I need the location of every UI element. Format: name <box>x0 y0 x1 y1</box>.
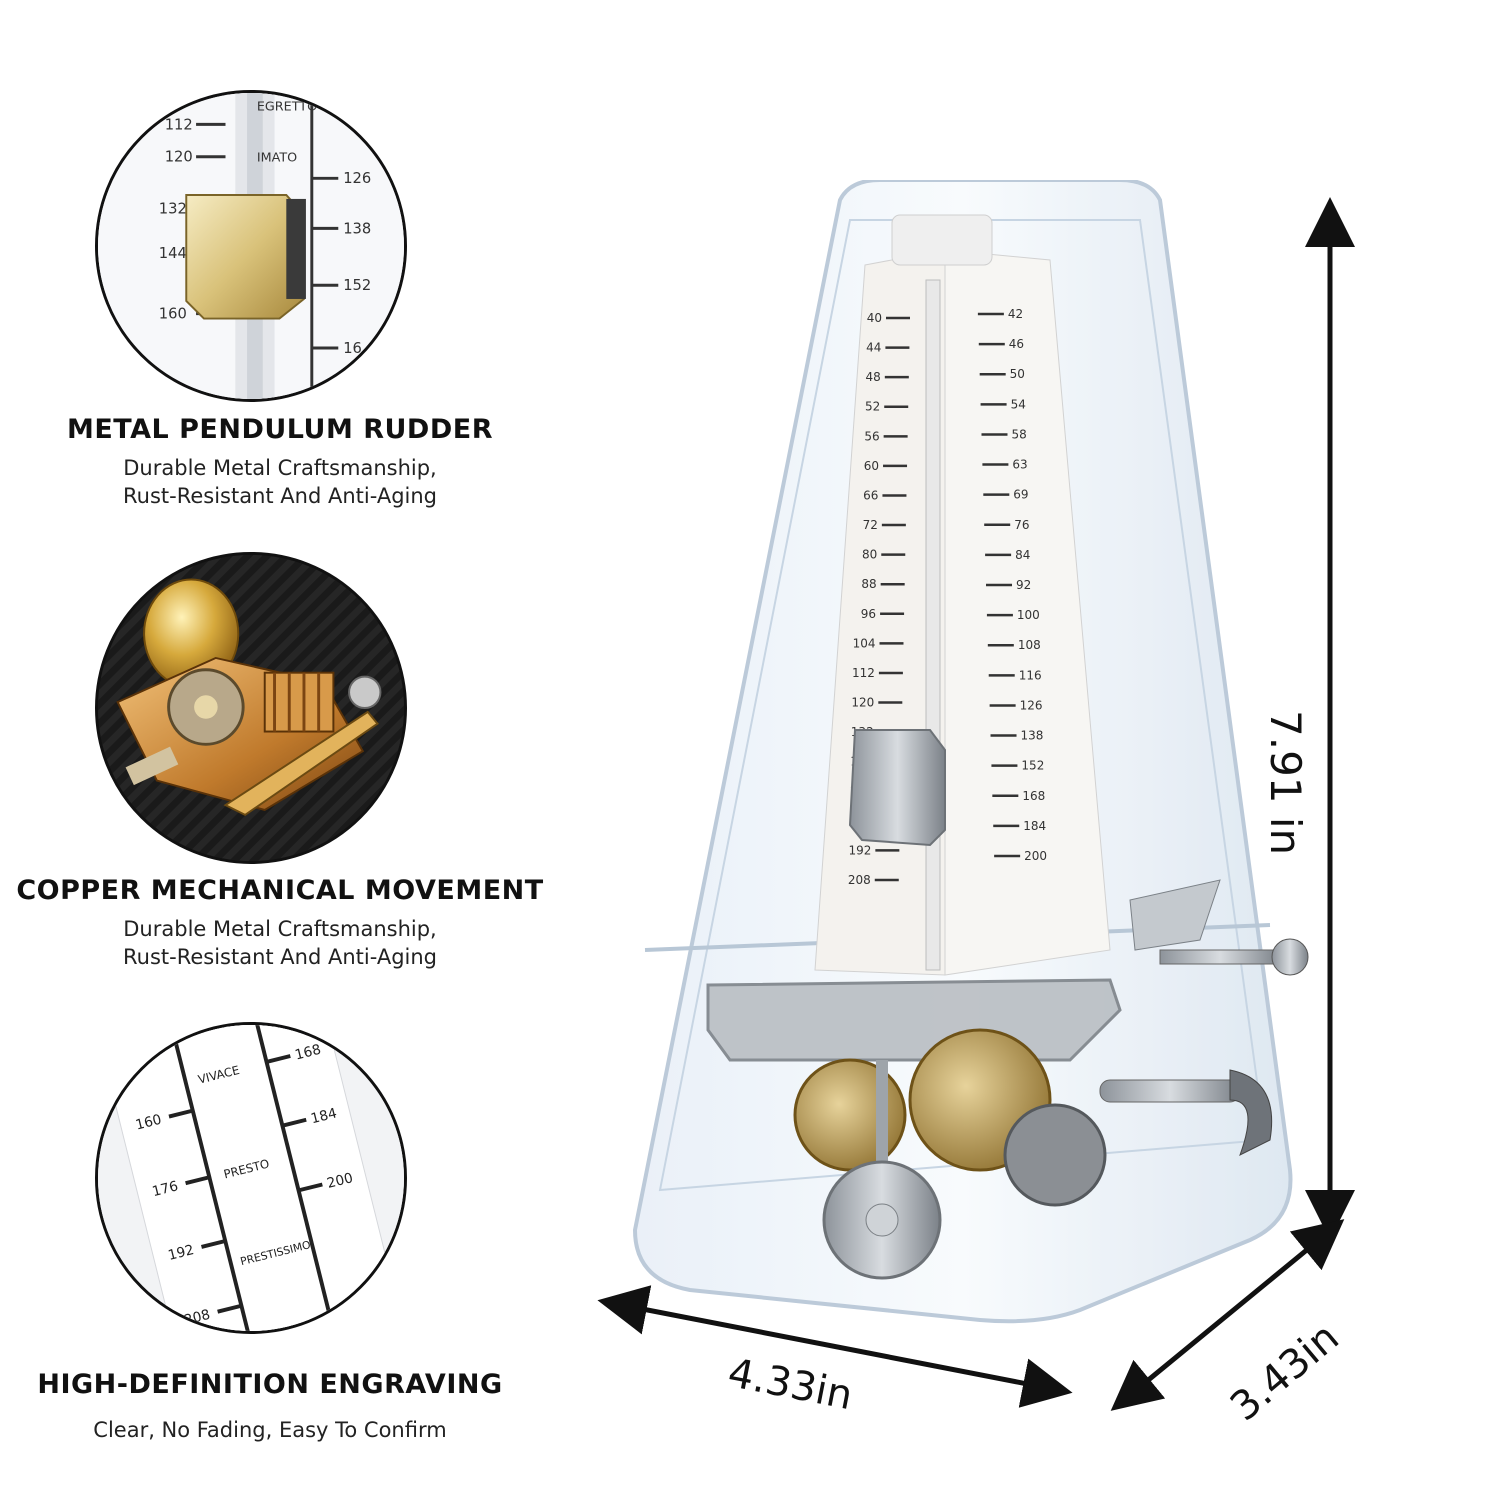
feature-description: Durable Metal Craftsmanship, <box>123 917 437 941</box>
metronome-scale-right-label: 42 <box>1008 307 1023 321</box>
metronome-scale-right: 42 46 50 54 58 63 69 76 84 92 100 108 116 126 138 152 16… <box>977 307 1047 863</box>
feature-description: Rust-Resistant And Anti-Aging <box>122 484 438 508</box>
metronome-scale-left-label: 66 <box>863 488 878 502</box>
metronome-scale-right-label: 116 <box>1019 668 1042 682</box>
metronome-scale-left-label: 104 <box>853 636 876 650</box>
copper-movement-illustration <box>98 555 404 861</box>
metronome-scale-left-label: 120 <box>851 696 874 710</box>
zoom3-tick-left: 176 <box>151 1178 180 1200</box>
metronome-scale-right-label: 50 <box>1010 367 1025 381</box>
feature-title: HIGH-DEFINITION ENGRAVING <box>37 1369 503 1400</box>
metronome-scale-left-label: 88 <box>861 577 876 591</box>
engraving-closeup-illustration: 160 176 192 208 168 184 200 VIVACE PREST… <box>98 1025 404 1331</box>
metronome-scale-right-label: 100 <box>1017 608 1040 622</box>
metronome-scale-right-label: 200 <box>1024 849 1047 863</box>
metronome-scale-left-label: 44 <box>866 341 881 355</box>
metronome-scale-left-label: 80 <box>862 548 877 562</box>
zoom3-tick-right: 184 <box>309 1105 338 1127</box>
height-dimension-label: 7.91 in <box>1261 710 1310 856</box>
zoom3-tick-left: 160 <box>134 1112 163 1134</box>
metronome-product: 4044485256606672808896104112120132144160… <box>600 180 1320 1380</box>
zoom-circle-pendulum: 112 120 132 144 160 126 138 152 16 EGRET… <box>95 90 407 402</box>
zoom-circle-engraving: 160 176 192 208 168 184 200 VIVACE PREST… <box>95 1022 407 1334</box>
metronome-scale-left-label: 52 <box>865 400 880 414</box>
metronome-scale-left-label: 56 <box>864 429 879 443</box>
metronome-scale-right-label: 63 <box>1012 458 1027 472</box>
metronome-scale-right-label: 108 <box>1018 638 1041 652</box>
zoom1-tick-left: 120 <box>165 149 193 166</box>
metronome-scale-right-label: 69 <box>1013 488 1028 502</box>
zoom1-tick-right: 16 <box>343 340 362 357</box>
metronome-scale-left-label: 60 <box>864 459 879 473</box>
zoom1-tick-left: 160 <box>159 306 187 323</box>
feature-description: Durable Metal Craftsmanship, <box>123 456 437 480</box>
zoom3-tick-left: 192 <box>166 1242 195 1264</box>
metronome-scale-right-label: 126 <box>1020 698 1043 712</box>
zoom1-tick-right: 138 <box>343 220 371 237</box>
zoom3-tick-right: 168 <box>293 1042 322 1064</box>
feature-description: Rust-Resistant And Anti-Aging <box>122 945 438 969</box>
metronome-illustration: 4044485256606672808896104112120132144160… <box>632 180 1309 1324</box>
metronome-scale-left-label: 72 <box>863 518 878 532</box>
metronome-scale-left-label: 48 <box>866 370 881 384</box>
metronome-scale-left-label: 112 <box>852 666 875 680</box>
metronome-scale-left-label: 96 <box>861 607 876 621</box>
metronome-scale-right-label: 46 <box>1009 337 1024 351</box>
zoom1-tempo-label: EGRETTO <box>257 100 317 115</box>
zoom-circle-movement <box>95 552 407 864</box>
zoom1-tick-left: 132 <box>159 201 187 218</box>
zoom3-tick-right: 200 <box>325 1170 354 1192</box>
feature-title: COPPER MECHANICAL MOVEMENT <box>16 875 544 906</box>
metronome-scale-right-label: 58 <box>1011 427 1026 441</box>
metronome-scale-right-label: 76 <box>1014 518 1029 532</box>
metronome-scale-right-label: 168 <box>1022 789 1045 803</box>
feature-title: METAL PENDULUM RUDDER <box>66 414 493 445</box>
metronome-scale-left-label: 208 <box>848 873 871 887</box>
metronome-scale-right-label: 138 <box>1021 729 1044 743</box>
metronome-scale-right-label: 92 <box>1016 578 1031 592</box>
metronome-scale-right-label: 152 <box>1021 759 1044 773</box>
feature-description: Clear, No Fading, Easy To Confirm <box>93 1418 447 1442</box>
zoom1-tick-left: 144 <box>159 245 187 262</box>
zoom1-tick-right: 126 <box>343 170 371 187</box>
metronome-scale-right-label: 54 <box>1011 397 1026 411</box>
zoom1-tick-left: 112 <box>165 116 193 133</box>
zoom1-tempo-label: IMATO <box>257 151 297 166</box>
metronome-scale-left-label: 192 <box>848 843 871 857</box>
metronome-scale-right-label: 184 <box>1023 819 1046 833</box>
zoom1-tick-right: 152 <box>343 277 371 294</box>
metronome-scale-left-label: 40 <box>867 311 882 325</box>
pendulum-closeup-illustration: 112 120 132 144 160 126 138 152 16 EGRET… <box>98 93 404 399</box>
metronome-scale-right-label: 84 <box>1015 548 1030 562</box>
